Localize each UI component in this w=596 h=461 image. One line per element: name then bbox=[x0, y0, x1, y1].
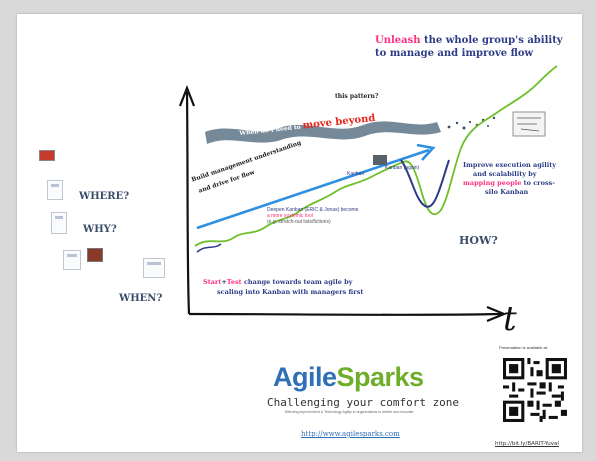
bottom-annotation-rest: change towards team agile by bbox=[243, 278, 353, 286]
right-annotation-suffix: to cross- bbox=[523, 179, 555, 187]
note-upper: Kanban (again) bbox=[385, 165, 420, 171]
photo-thumb-mid bbox=[373, 155, 387, 165]
right-annotation-line4: silo Kanban bbox=[485, 188, 529, 196]
headline-line2: to manage and improve flow bbox=[375, 48, 534, 59]
bottom-highlight-start: Start bbox=[203, 278, 222, 286]
qr-code[interactable] bbox=[503, 358, 567, 422]
thumb-when-b[interactable] bbox=[87, 248, 103, 262]
logo-tagline: Challenging your comfort zone bbox=[267, 396, 460, 409]
sketch-lines bbox=[517, 117, 541, 132]
bottom-annotation-line2: scaling into Kanban with managers first bbox=[217, 288, 364, 296]
thumb-why[interactable] bbox=[51, 212, 67, 234]
note-mid-b: Deepen Kanban (ERIC & Jonas) become bbox=[267, 207, 359, 213]
wave-dots bbox=[447, 116, 496, 130]
right-annotation-highlight: mapping people bbox=[463, 179, 522, 187]
agilesparks-logo[interactable]: AgileSparks bbox=[273, 364, 424, 391]
presentation-canvas: Unleash the whole group's ability to man… bbox=[17, 14, 582, 452]
logo-fineprint: Effecting improvement & Technology Agili… bbox=[285, 410, 414, 414]
qr-link[interactable]: http://bit.ly/BARIT-Yuval bbox=[495, 441, 559, 447]
bottom-annotation-line1: Start+Test change towards team agile by bbox=[203, 279, 352, 286]
right-annotation-line1: Improve execution agility bbox=[463, 161, 556, 169]
thumb-when-a[interactable] bbox=[63, 250, 81, 270]
question-why[interactable]: WHY? bbox=[83, 224, 117, 235]
navy-dip-curve bbox=[400, 159, 450, 208]
question-where[interactable]: WHERE? bbox=[79, 191, 130, 202]
question-how[interactable]: HOW? bbox=[459, 234, 498, 247]
x-axis-arrowhead bbox=[486, 305, 507, 323]
y-axis bbox=[185, 91, 191, 315]
agilesparks-url[interactable]: http://www.agilesparks.com bbox=[301, 430, 400, 438]
question-when[interactable]: WHEN? bbox=[119, 293, 163, 304]
diagram-drawing bbox=[178, 65, 558, 323]
wave-band bbox=[205, 121, 441, 144]
y-axis-arrowhead bbox=[178, 84, 196, 107]
note-mid-c: a more systemic tool bbox=[267, 213, 313, 219]
logo-agile: Agile bbox=[273, 362, 337, 392]
blue-arrowhead bbox=[416, 143, 436, 161]
headline-line1: Unleash the whole group's ability bbox=[375, 36, 563, 46]
headline-highlight: Unleash bbox=[375, 35, 421, 46]
thumb-red-slide[interactable] bbox=[39, 150, 55, 161]
x-axis bbox=[188, 312, 503, 316]
qr-caption: Presentation is available at: bbox=[499, 345, 548, 350]
time-axis-label: t bbox=[503, 299, 517, 339]
bottom-plus: + bbox=[221, 278, 227, 286]
note-mid-d: (e.g. stretch-out lists/fictions) bbox=[267, 219, 331, 225]
bottom-highlight-test: Test bbox=[226, 278, 242, 286]
right-annotation-line3: mapping people to cross- bbox=[463, 180, 555, 187]
qr-pattern bbox=[503, 358, 567, 422]
thumb-when-c[interactable] bbox=[143, 258, 165, 278]
right-annotation-line2: and scalability by bbox=[473, 170, 537, 178]
note-mid-a: Kanban bbox=[347, 171, 365, 177]
wave-annotation-suffix: this pattern? bbox=[335, 93, 379, 100]
logo-sparks: Sparks bbox=[336, 362, 425, 392]
blue-trend-arrow bbox=[196, 148, 430, 230]
thumb-where[interactable] bbox=[47, 180, 63, 200]
green-bump bbox=[196, 243, 222, 253]
headline-rest: the whole group's ability bbox=[424, 35, 563, 46]
